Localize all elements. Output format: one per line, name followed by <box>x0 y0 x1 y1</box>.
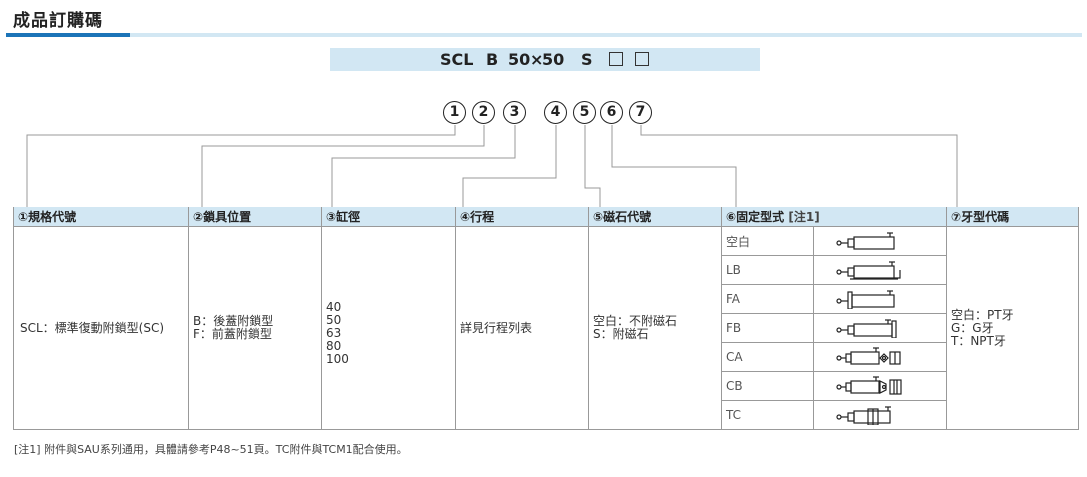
header-mounting-note: [注1] <box>788 210 820 224</box>
mount-icon-cell <box>813 255 947 285</box>
code-stroke: 50 <box>542 50 565 69</box>
basic-cylinder-icon <box>836 232 895 250</box>
single-clevis-cylinder-icon <box>836 347 901 365</box>
header-magnet: ⑤磁石代號 <box>588 207 722 227</box>
marker-6: 6 <box>600 101 623 124</box>
marker-1: 1 <box>443 101 466 124</box>
code-model: SCL <box>440 50 474 69</box>
table-row: FA <box>14 284 1079 314</box>
mount-icon-cell <box>813 400 947 430</box>
foot-mount-cylinder-icon <box>836 261 901 280</box>
mount-code-cell: 空白 <box>721 226 814 256</box>
code-times: × <box>530 50 544 69</box>
mount-icon-cell <box>813 284 947 314</box>
table-row: CA <box>14 342 1079 372</box>
order-spec-table: ①規格代號 ②鎖具位置 ③缸徑 ④行程 ⑤磁石代號 ⑥固定型式 [注1] ⑦牙型… <box>13 207 1079 430</box>
table-row: CB <box>14 371 1079 401</box>
mount-icon-cell <box>813 313 947 343</box>
mount-code-cell: CA <box>721 342 814 372</box>
mount-code-cell: FA <box>721 284 814 314</box>
table-header-row: ①規格代號 ②鎖具位置 ③缸徑 ④行程 ⑤磁石代號 ⑥固定型式 [注1] ⑦牙型… <box>13 207 1079 227</box>
lock-desc-cell: B：後蓋附鎖型 F：前蓋附鎖型 <box>188 226 322 430</box>
mount-icon-cell <box>813 226 947 256</box>
code-thread-placeholder <box>635 52 649 66</box>
mount-icon-cell <box>813 371 947 401</box>
table-row: FB <box>14 313 1079 343</box>
page-title: 成品訂購碼 <box>13 11 103 31</box>
bores-cell: 40 50 63 80 100 <box>321 226 456 430</box>
table-row: TC <box>14 400 1079 430</box>
magnet-desc-cell: 空白：不附磁石 S：附磁石 <box>588 226 722 430</box>
code-mount-placeholder <box>609 52 623 66</box>
header-mounting-label: ⑥固定型式 <box>726 210 785 224</box>
marker-4: 4 <box>544 101 567 124</box>
order-code-box: SCL B 50 × 50 S <box>330 48 760 71</box>
code-bore: 50 <box>508 50 531 69</box>
trunnion-cylinder-icon <box>836 406 891 425</box>
double-clevis-cylinder-icon <box>836 376 902 395</box>
header-stroke: ④行程 <box>455 207 589 227</box>
marker-7: 7 <box>629 101 652 124</box>
thread-desc-cell: 空白：PT牙 G：G牙 T：NPT牙 <box>946 226 1079 430</box>
title-underline <box>6 33 1082 37</box>
rear-flange-cylinder-icon <box>836 319 897 338</box>
marker-3: 3 <box>503 101 526 124</box>
header-model-code: ①規格代號 <box>13 207 189 227</box>
header-lock-position: ②鎖具位置 <box>188 207 322 227</box>
marker-5: 5 <box>573 101 596 124</box>
marker-2: 2 <box>472 101 495 124</box>
mount-code-cell: CB <box>721 371 814 401</box>
code-magnet: S <box>581 50 593 69</box>
mount-code-cell: TC <box>721 400 814 430</box>
code-lock: B <box>486 50 499 69</box>
mount-code-cell: LB <box>721 255 814 285</box>
header-bore: ③缸徑 <box>321 207 456 227</box>
mount-icon-cell <box>813 342 947 372</box>
model-desc-cell: SCL：標準復動附鎖型(SC) <box>13 226 189 430</box>
front-flange-cylinder-icon <box>836 290 895 309</box>
stroke-desc-cell: 詳見行程列表 <box>455 226 589 430</box>
table-row: SCL：標準復動附鎖型(SC) B：後蓋附鎖型 F：前蓋附鎖型 40 50 63… <box>13 226 1079 430</box>
title-underline-accent <box>6 33 130 37</box>
header-mounting: ⑥固定型式 [注1] <box>721 207 947 227</box>
header-thread: ⑦牙型代碼 <box>946 207 1079 227</box>
mount-code-cell: FB <box>721 313 814 343</box>
footnote: [注1] 附件與SAU系列通用，具體請參考P48~51頁。TC附件與TCM1配合… <box>14 443 408 456</box>
